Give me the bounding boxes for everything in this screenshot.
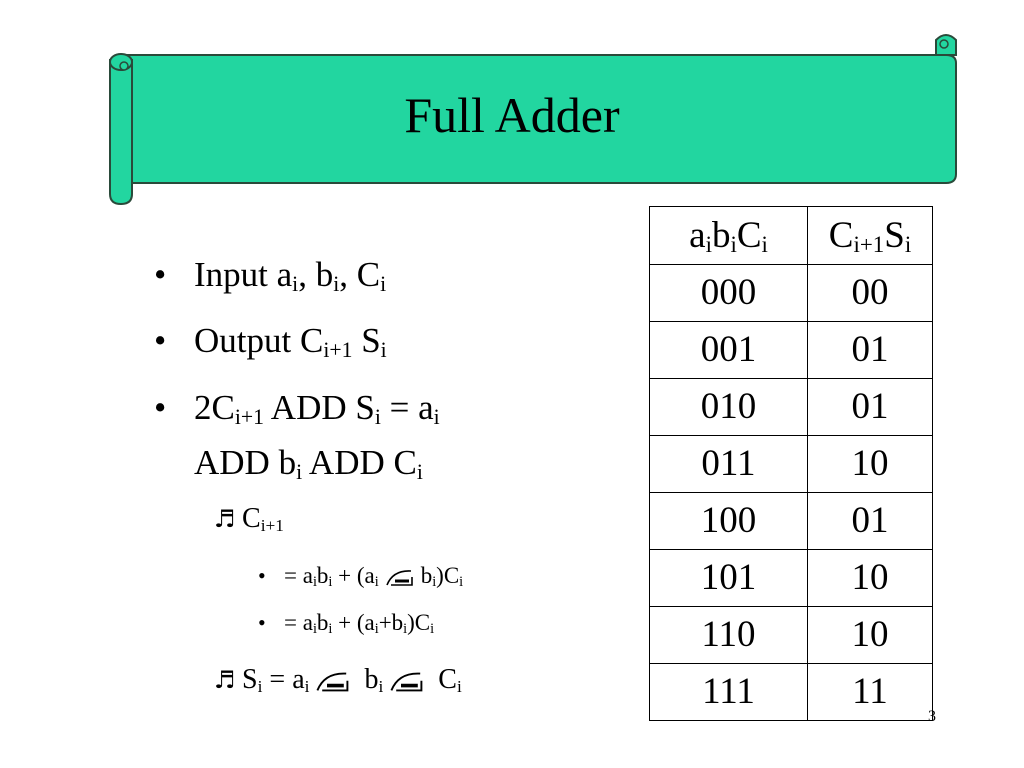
bullet-output: •Output Ci+1 Si: [154, 321, 387, 362]
bullet-sum-equation-cont: ADD bi ADD Ci: [194, 443, 423, 484]
slide-title: Full Adder: [404, 87, 620, 143]
table-cell-input: 001: [649, 321, 808, 379]
sub-item-carry: ♬Ci+1: [214, 503, 284, 535]
table-cell-input: 110: [649, 606, 808, 664]
table-cell-output: 10: [807, 549, 933, 607]
table-cell-output: 10: [807, 435, 933, 493]
title-banner: [109, 34, 957, 206]
table-cell-output: 00: [807, 264, 933, 322]
table-cell-input: 100: [649, 492, 808, 550]
page-number: 3: [928, 708, 936, 725]
table-cell-input: 010: [649, 378, 808, 436]
bullet-sum-equation: •2Ci+1 ADD Si = ai: [154, 388, 440, 429]
table-cell-output: 11: [807, 663, 933, 721]
xor-symbol-icon: [385, 569, 413, 586]
bullet-dot: •: [154, 255, 167, 294]
carry-formula-1: •= aibi + (ai bi)Ci: [258, 563, 464, 591]
bullet-dot: •: [258, 610, 266, 635]
bullet-dot: •: [154, 388, 167, 427]
sub-item-sum: ♬Si = ai bi Ci: [214, 664, 462, 696]
bullet-dot: •: [258, 563, 266, 588]
table-cell-input: 111: [649, 663, 808, 721]
table-cell-input: 000: [649, 264, 808, 322]
table-header-row: aibiCi Ci+1Si: [649, 206, 933, 265]
table-cell-output: 01: [807, 492, 933, 550]
table-cell-input: 101: [649, 549, 808, 607]
music-note-icon: ♬: [214, 666, 236, 694]
table-cell-input: 011: [649, 435, 808, 493]
music-note-icon: ♬: [214, 505, 236, 533]
carry-formula-2: •= aibi + (ai+bi)Ci: [258, 610, 435, 638]
xor-symbol-icon: [316, 672, 349, 691]
table-header-inputs: aibiCi: [649, 206, 808, 265]
table-header-outputs: Ci+1Si: [807, 206, 933, 265]
bullet-input: •Input ai, bi, Ci: [154, 255, 387, 296]
table-cell-output: 01: [807, 378, 933, 436]
table-cell-output: 10: [807, 606, 933, 664]
table-cell-output: 01: [807, 321, 933, 379]
bullet-dot: •: [154, 321, 167, 360]
xor-symbol-icon: [390, 672, 423, 691]
